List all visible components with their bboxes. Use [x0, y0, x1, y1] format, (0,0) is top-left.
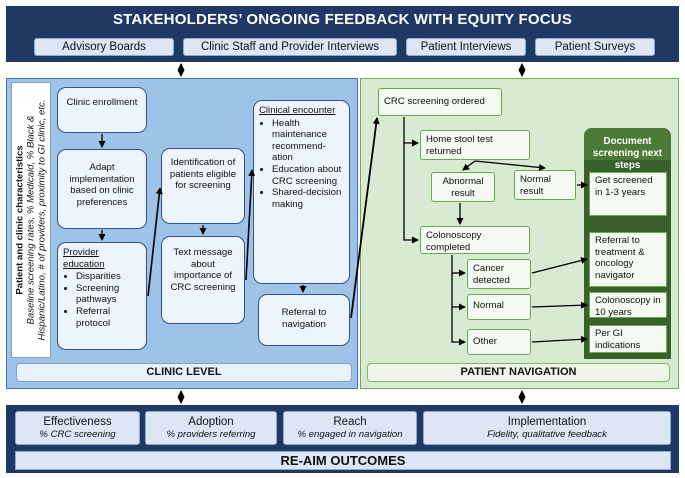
characteristics-sidebar: Patient and clinic characteristics Basel…: [11, 82, 51, 358]
identification-box: Identification of patients eligible for …: [161, 148, 245, 224]
outcome-implementation-name: Implementation: [507, 416, 587, 428]
crc-screening-ordered-box: CRC screening ordered: [378, 88, 502, 116]
re-aim-outcomes-title: RE-AIM OUTCOMES: [15, 451, 671, 470]
outcome-effectiveness-sub: % CRC screening: [39, 429, 116, 440]
encounter-item-education: Education about CRC screening: [272, 164, 344, 187]
colonoscopy-completed-text: Colonoscopy completed: [426, 230, 482, 253]
input-clinic-staff-interviews: Clinic Staff and Provider Interviews: [183, 38, 397, 56]
characteristics-line-2: Hispanic/Latino, # of providers, proximi…: [36, 99, 48, 341]
patient-navigation-label: PATIENT NAVIGATION: [367, 363, 670, 382]
provider-item-disparities: Disparities: [76, 271, 141, 283]
normal-result-box: Normal result: [514, 170, 576, 200]
characteristics-title: Patient and clinic characteristics: [14, 145, 26, 295]
other-text: Other: [473, 336, 497, 347]
cancer-detected-box: Cancer detected: [467, 259, 531, 289]
clinic-enrollment-box: Clinic enrollment: [57, 87, 147, 133]
encounter-item-health-maintenance: Health maintenance recommend-ation: [272, 118, 344, 164]
next-step-colonoscopy-10-years: Colonoscopy in 10 years: [589, 292, 667, 318]
outcome-reach: Reach % engaged in navigation: [283, 411, 417, 445]
text-message-text: Text message about importance of CRC scr…: [170, 247, 236, 293]
outcome-implementation-sub: Fidelity, qualitative feedback: [487, 429, 607, 440]
outcome-effectiveness: Effectiveness % CRC screening: [15, 411, 140, 445]
colonoscopy-completed-box: Colonoscopy completed: [420, 226, 530, 254]
outcome-implementation: Implementation Fidelity, qualitative fee…: [423, 411, 671, 445]
outcome-effectiveness-name: Effectiveness: [43, 416, 112, 428]
input-patient-interviews: Patient Interviews: [406, 38, 526, 56]
input-advisory-boards: Advisory Boards: [34, 38, 174, 56]
abnormal-result-box: Abnormal result: [431, 172, 495, 202]
document-next-steps-header: Document screening next steps: [584, 128, 671, 171]
provider-education-box: Provider education Disparities Screening…: [57, 242, 147, 350]
normal-text: Normal: [473, 300, 504, 311]
outcome-adoption-name: Adoption: [188, 416, 234, 428]
input-patient-surveys: Patient Surveys: [535, 38, 655, 56]
provider-education-title: Provider education: [63, 247, 105, 270]
identification-text: Identification of patients eligible for …: [169, 157, 237, 192]
clinical-encounter-title: Clinical encounter: [259, 105, 336, 116]
referral-to-navigation-text: Referral to navigation: [281, 307, 327, 330]
provider-item-referral: Referral protocol: [76, 306, 141, 329]
clinic-enrollment-text: Clinic enrollment: [66, 97, 138, 108]
adapt-implementation-box: Adapt implementation based on clinic pre…: [57, 149, 147, 229]
outcome-reach-sub: % engaged in navigation: [297, 429, 403, 440]
clinical-encounter-list: Health maintenance recommend-ation Educa…: [259, 118, 344, 211]
provider-education-list: Disparities Screening pathways Referral …: [63, 271, 141, 329]
characteristics-line-1: Baseline screening rates, % Medicaid, % …: [25, 115, 37, 325]
crc-screening-ordered-text: CRC screening ordered: [384, 96, 485, 107]
clinic-level-label: CLINIC LEVEL: [16, 363, 352, 382]
adapt-implementation-text: Adapt implementation based on clinic pre…: [69, 162, 135, 208]
stakeholder-feedback-title: STAKEHOLDERS’ ONGOING FEEDBACK WITH EQUI…: [112, 11, 573, 28]
home-stool-test-text: Home stool test returned: [426, 134, 493, 157]
encounter-item-shared-decision: Shared-decision making: [272, 187, 344, 210]
cancer-detected-text: Cancer detected: [473, 263, 510, 286]
clinical-encounter-box: Clinical encounter Health maintenance re…: [253, 100, 350, 284]
text-message-box: Text message about importance of CRC scr…: [161, 236, 245, 324]
abnormal-result-text: Abnormal result: [442, 176, 484, 199]
home-stool-test-box: Home stool test returned: [420, 130, 530, 160]
normal-box: Normal: [467, 294, 531, 320]
next-step-per-gi-indications: Per GI indications: [589, 325, 667, 353]
normal-result-text: Normal result: [520, 174, 551, 197]
provider-item-pathways: Screening pathways: [76, 283, 141, 306]
next-step-referral-treatment: Referral to treatment & oncology navigat…: [589, 232, 667, 287]
outcome-adoption: Adoption % providers referring: [145, 411, 277, 445]
referral-to-navigation-box: Referral to navigation: [258, 294, 350, 346]
next-step-screen-1-3-years: Get screened in 1-3 years: [589, 172, 667, 216]
other-box: Other: [467, 329, 531, 355]
outcome-adoption-sub: % providers referring: [166, 429, 256, 440]
outcome-reach-name: Reach: [333, 416, 367, 428]
